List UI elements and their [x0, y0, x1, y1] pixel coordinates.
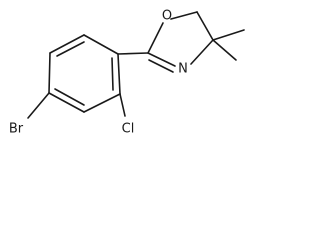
bond-c2-aryl — [117, 52, 149, 55]
bond-c-br — [27, 92, 50, 119]
atom-chlorine: Cl — [122, 122, 135, 137]
bond-ar-c3-c4 — [48, 92, 85, 113]
bond-cq-methyl-1 — [212, 29, 245, 41]
bond-n-c2 — [147, 52, 176, 67]
bond-ar-c1-c2 — [117, 53, 121, 95]
bond-ch2-cq — [196, 11, 214, 41]
bond-ar-c5-c6-inner — [56, 41, 85, 57]
atom-bromine: Br — [9, 122, 24, 137]
bond-n-c2-double — [148, 59, 174, 73]
bond-ar-c5-c6 — [49, 34, 85, 54]
bond-cq-n — [190, 39, 214, 65]
bond-ar-c2-c3 — [83, 93, 121, 113]
bond-ar-c1-c2-inner — [111, 57, 114, 91]
bond-c2-o — [147, 22, 164, 54]
atom-oxygen: O — [162, 9, 172, 24]
atom-nitrogen: N — [178, 62, 188, 77]
bond-ar-c4-c5 — [48, 52, 51, 94]
bond-ar-c3-c4-inner — [54, 88, 85, 106]
chemical-structure: O N Cl Br — [9, 9, 245, 137]
bond-c-cl — [119, 93, 126, 117]
bond-ar-c6-c1 — [83, 34, 119, 55]
structure-canvas: O N Cl Br — [0, 0, 256, 140]
bond-o-ch2 — [170, 11, 198, 20]
bond-cq-methyl-2 — [212, 39, 237, 61]
